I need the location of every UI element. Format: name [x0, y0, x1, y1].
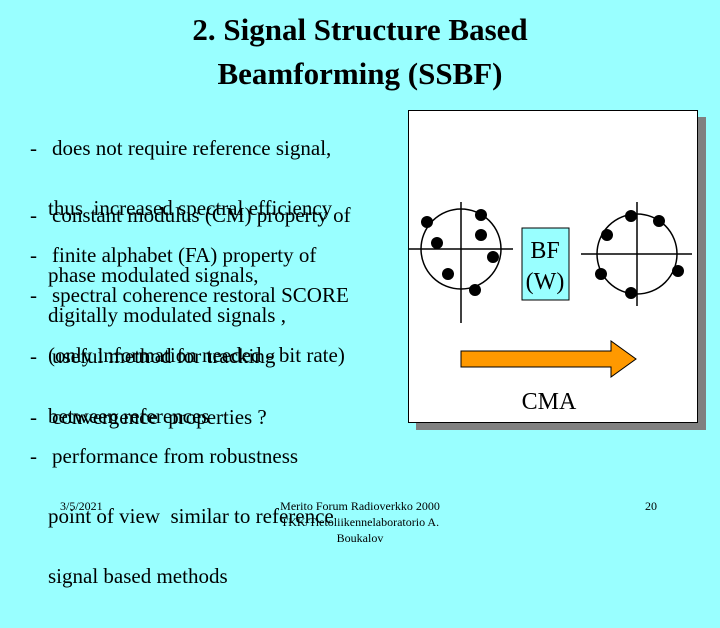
bullet-text: thus increased spectral efficiency: [48, 196, 333, 220]
bullet-item: -finite alphabet (FA) property of digita…: [30, 205, 316, 365]
cma-label: CMA: [522, 389, 577, 415]
bullet-text: phase modulated signals,: [48, 263, 259, 287]
bf-block: BF (W): [521, 227, 570, 301]
bullet-item: -constant modulus (CM) property of phase…: [30, 165, 351, 325]
cma-arrow: [460, 340, 637, 378]
bullet-text: signal based methods: [48, 564, 228, 588]
bullet-text: between references: [48, 404, 210, 428]
bullet-dash: -: [30, 344, 37, 368]
constellation-point: [625, 287, 637, 299]
beamforming-diagram-panel: BF (W) CMA: [408, 110, 698, 423]
bullet-text: digitally modulated signals ,: [48, 303, 286, 327]
bullet-dash: -: [30, 444, 37, 468]
left-unit-circle: [420, 208, 502, 290]
constellation-point: [475, 209, 487, 221]
slide-title: 2. Signal Structure Based Beamforming (S…: [0, 8, 720, 96]
beamforming-diagram: BF (W) CMA: [409, 202, 692, 415]
bullet-text: useful method for tracking: [52, 344, 276, 368]
constellation-point: [442, 268, 454, 280]
bf-weight-label: (W): [526, 269, 565, 295]
constellation-point: [595, 268, 607, 280]
constellation-point: [431, 237, 443, 249]
bullet-dash: -: [30, 243, 37, 267]
constellation-point: [487, 251, 499, 263]
constellation-point: [421, 216, 433, 228]
bullet-text: (only information needed - bit rate): [48, 343, 345, 367]
bullet-item: -convergence properties ?: [30, 367, 267, 467]
bullet-text: constant modulus (CM) property of: [52, 203, 351, 227]
output-constellation: [581, 202, 692, 306]
bullet-item: -does not require reference signal, thus…: [30, 98, 332, 258]
constellation-point: [653, 215, 665, 227]
bullet-text: finite alphabet (FA) property of: [52, 243, 317, 267]
right-unit-circle: [596, 213, 678, 295]
constellation-point: [601, 229, 613, 241]
footer-source-line: TKK/Tietoliikennelaboratorio A.: [280, 515, 440, 529]
bullet-dash: -: [30, 136, 37, 160]
bullet-text: performance from robustness: [52, 444, 299, 468]
footer-page-number: 20: [645, 499, 657, 513]
bullet-dash: -: [30, 405, 37, 429]
bullet-dash: -: [30, 283, 37, 307]
constellation-point: [672, 265, 684, 277]
constellation-point: [625, 210, 637, 222]
bf-box: [521, 227, 570, 301]
footer-source: Merito Forum Radioverkko 2000 TKK/Tietol…: [230, 498, 490, 546]
bullet-dash: -: [30, 203, 37, 227]
bf-label: BF: [530, 238, 559, 264]
title-line-1: 2. Signal Structure Based: [192, 12, 528, 47]
bullet-text: point of view similar to reference: [48, 504, 334, 528]
bullet-item: -useful method for tracking between refe…: [30, 306, 275, 466]
constellation-point: [469, 284, 481, 296]
bullet-text: does not require reference signal,: [52, 136, 332, 160]
title-line-2: Beamforming (SSBF): [217, 56, 503, 91]
input-constellation: [409, 202, 513, 323]
bullet-text: convergence properties ?: [52, 405, 267, 429]
bullet-text: spectral coherence restoral SCORE: [52, 283, 349, 307]
footer-source-line: Merito Forum Radioverkko 2000: [280, 499, 440, 513]
footer-date: 3/5/2021: [60, 499, 103, 513]
bullet-item: -spectral coherence restoral SCORE (only…: [30, 245, 349, 405]
constellation-point: [475, 229, 487, 241]
footer-source-line: Boukalov: [336, 531, 384, 545]
